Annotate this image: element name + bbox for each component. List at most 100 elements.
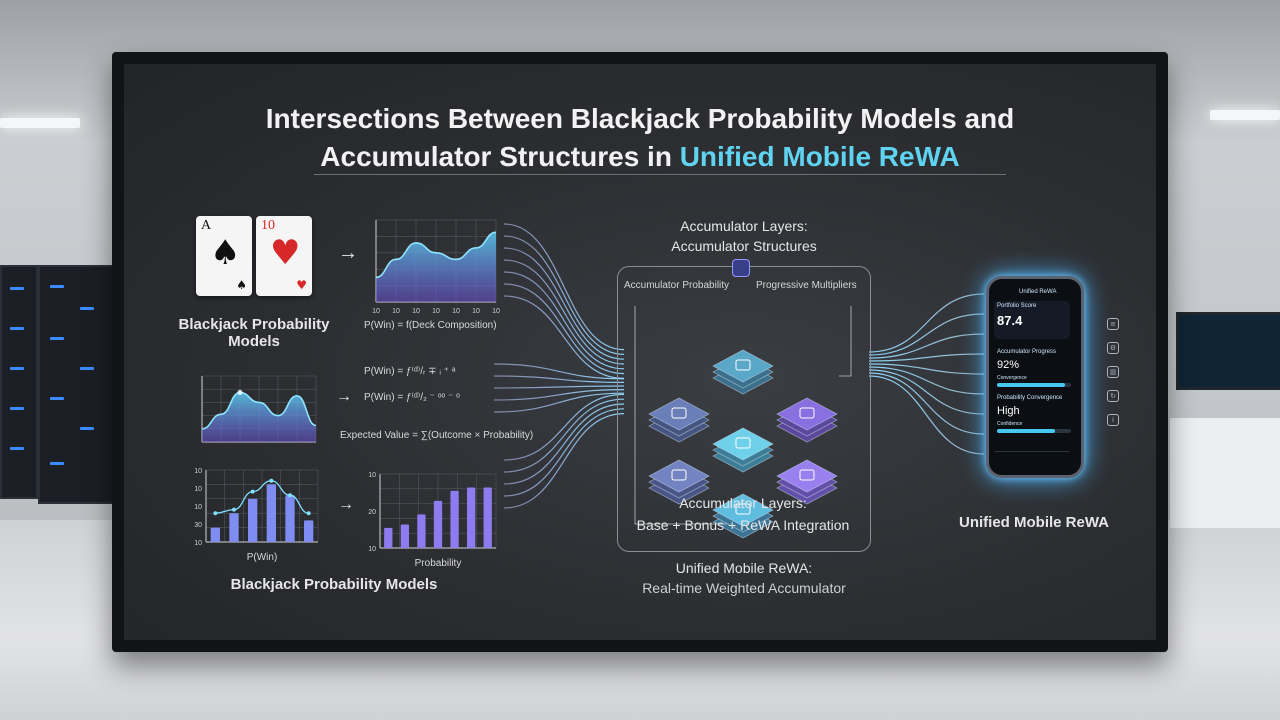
chart-point <box>250 489 255 494</box>
chart-series-line <box>215 480 309 514</box>
flow-line <box>503 235 625 355</box>
chart-bar <box>400 524 409 548</box>
phone-progress-value: 92% <box>997 359 1020 371</box>
playing-card-ace-spades: A ♠ ♠ <box>196 216 252 296</box>
heart-icon: ♥ <box>270 233 301 273</box>
flow-line <box>868 293 985 353</box>
chart-point <box>213 511 218 516</box>
background-monitor <box>1176 312 1280 390</box>
arrow-right-icon: → <box>338 242 358 264</box>
chart-tick-label: 20 <box>368 509 376 516</box>
chart-point <box>237 390 243 395</box>
chart-bar <box>304 520 314 542</box>
stack-layer <box>712 427 774 461</box>
stack-layer <box>712 349 774 383</box>
chart-point <box>232 507 236 512</box>
arrow-right-icon: → <box>338 496 354 513</box>
stack-layer <box>648 397 710 431</box>
chart-tick-label: 10 <box>194 468 202 475</box>
phone-caption: Unified Mobile ReWA <box>959 514 1109 531</box>
phone-convergence-sub: Confidence <box>997 421 1023 427</box>
stack-layer <box>776 459 838 493</box>
chart-axis-label: P(Win) <box>247 552 278 562</box>
heart-icon: ♥ <box>296 278 307 292</box>
chart-point <box>269 478 274 483</box>
stack-tile-lower-left <box>648 459 710 505</box>
flow-line <box>503 398 625 473</box>
flow-line <box>503 295 625 379</box>
phone-tab-bar <box>995 451 1069 462</box>
tile-icon <box>799 469 815 481</box>
chart-bar <box>210 527 220 542</box>
phone-convergence-value: High <box>997 405 1020 417</box>
flow-line <box>868 369 985 415</box>
flow-lines <box>493 223 985 509</box>
background-desk <box>1170 418 1280 528</box>
chart-area-fill <box>376 232 496 302</box>
accumulator-stack <box>634 306 852 539</box>
chart-bar <box>467 487 476 548</box>
shield-icon <box>732 259 750 277</box>
flow-line <box>503 247 625 360</box>
phone-score-value: 87.4 <box>997 313 1023 328</box>
chart-series-line <box>201 391 317 430</box>
phone-app-title: Unified ReWA <box>1019 289 1057 295</box>
chart-tick-label: 10 <box>194 504 202 511</box>
slide-title: Intersections Between Blackjack Probabil… <box>124 100 1156 176</box>
tile-icon <box>735 503 751 515</box>
chart-tick-label: 10 <box>194 540 202 547</box>
chart-icon[interactable]: ▥ <box>1107 366 1119 378</box>
formula-deck-composition: P(Win) = f(Deck Composition) <box>364 320 497 331</box>
chart-bar <box>285 495 295 542</box>
chart-bar <box>266 484 276 542</box>
info-icon[interactable]: i <box>1107 414 1119 426</box>
card-rank: A <box>201 218 212 233</box>
flow-line <box>503 283 625 375</box>
flow-line <box>868 366 985 395</box>
flow-line <box>503 271 625 370</box>
stack-tile-right <box>776 397 838 443</box>
chart-tick-label: 10 <box>392 308 400 315</box>
refresh-icon[interactable]: ↻ <box>1107 390 1119 402</box>
chart-tick-label: 10 <box>412 308 420 315</box>
stack-layer <box>712 493 774 527</box>
chart-tick-label: 10 <box>452 308 460 315</box>
flow-line <box>503 259 625 365</box>
chart-axis-label: Probability <box>415 558 462 569</box>
chart-tick-label: 10 <box>194 486 202 493</box>
title-line-1: Intersections Between Blackjack Probabil… <box>265 103 1015 134</box>
card-rank: 10 <box>261 218 275 233</box>
phone-score-label: Portfolio Score <box>997 303 1037 309</box>
formula-win-2: P(Win) = ƒ⁽ᵈ⁾/₂ ⁻ ᵒᵒ ⁻ ᵒ <box>364 392 460 403</box>
phone-convergence-bar <box>997 429 1071 433</box>
chart-tick-label: 10 <box>372 308 380 315</box>
flow-line <box>868 333 985 359</box>
formula-win-1: P(Win) = ƒ⁽ᵈ⁾/ᵣ ∓ ᵢ ⁺ ᵃ <box>364 366 456 377</box>
phone-card-score <box>994 301 1070 339</box>
label-blackjack-models-bottom: Blackjack Probability Models <box>230 576 438 593</box>
presentation-slide: Intersections Between Blackjack Probabil… <box>124 64 1156 640</box>
chart-bar <box>229 513 239 542</box>
chart-tick-label: 10 <box>472 308 480 315</box>
flow-line <box>493 375 625 383</box>
chart-bar <box>433 500 443 548</box>
title-line-2: Accumulator Structures in Unified Mobile… <box>320 141 960 172</box>
side-menu-icon[interactable]: ≡ <box>1107 318 1119 330</box>
phone-progress-sub: Convergence <box>997 375 1027 381</box>
flow-line <box>868 372 985 435</box>
tile-icon <box>671 407 687 419</box>
spade-icon: ♠ <box>236 278 247 292</box>
settings-icon[interactable]: ⚙ <box>1107 342 1119 354</box>
flow-line <box>868 375 985 455</box>
accumulator-header: Accumulator Layers: Accumulator Structur… <box>671 218 817 254</box>
tile-icon <box>735 437 751 449</box>
flow-line <box>493 385 625 389</box>
stack-layer <box>648 459 710 493</box>
chart-tick-label: 10 <box>368 546 376 553</box>
formula-fraction-glyphs: ƒ⁽ᵈ⁾/₂ ⁻ ᵒᵒ ⁻ ᵒ <box>405 392 460 403</box>
chart-point <box>306 511 311 516</box>
stack-tile-center <box>712 427 774 473</box>
phone-progress-label: Accumulator Progress <box>997 349 1057 355</box>
